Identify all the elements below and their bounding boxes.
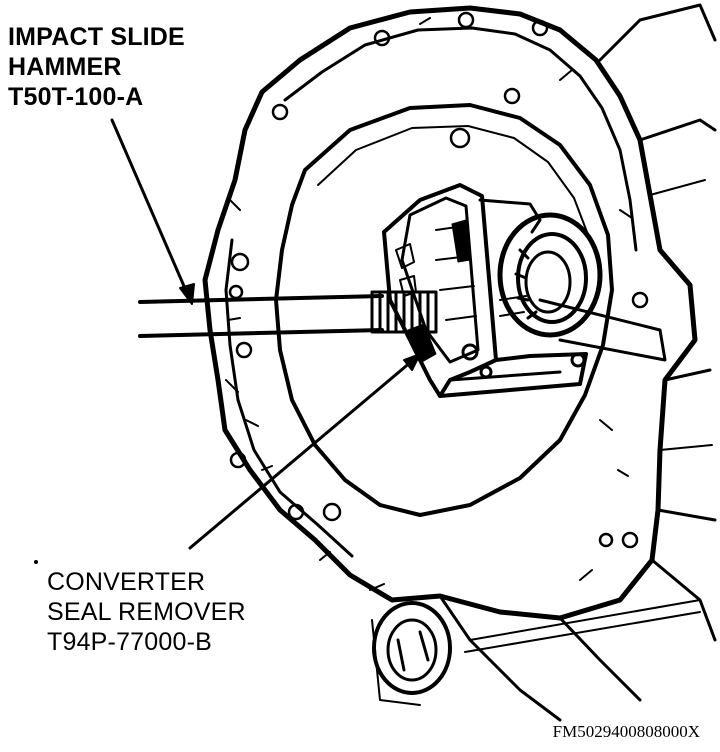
seal-remover-tool xyxy=(382,183,588,398)
callout-line: SEAL REMOVER xyxy=(47,598,246,626)
callout-line: T50T-100-A xyxy=(8,83,144,111)
leader-line-seal-remover xyxy=(188,353,421,550)
callout-converter-seal-remover: CONVERTER SEAL REMOVER T94P-77000-B xyxy=(47,567,246,657)
stray-dot xyxy=(34,560,38,564)
callout-line: T94P-77000-B xyxy=(47,628,212,656)
leader-line-slide-hammer xyxy=(110,118,195,305)
figure-code: FM5029400808000X xyxy=(552,722,700,741)
callout-impact-slide-hammer: IMPACT SLIDE HAMMER T50T-100-A xyxy=(8,22,185,112)
converter-seal xyxy=(497,212,667,362)
callout-line: HAMMER xyxy=(8,53,122,81)
callout-line: IMPACT SLIDE xyxy=(8,23,185,51)
callout-line: CONVERTER xyxy=(47,568,206,596)
transmission-housing xyxy=(202,3,717,722)
